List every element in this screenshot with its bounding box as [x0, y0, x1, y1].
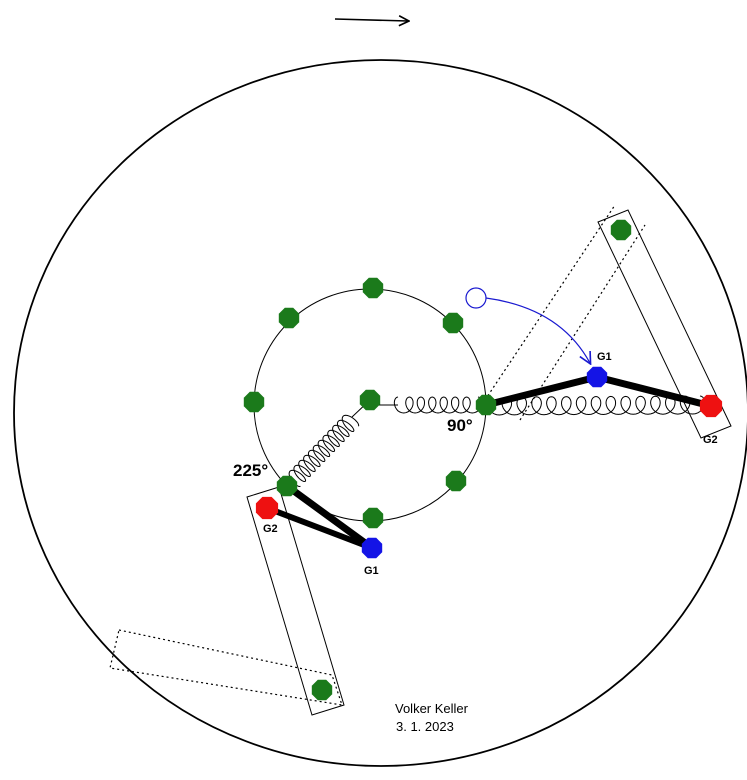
green-pivot-dot-top-left — [278, 307, 300, 329]
spring-coil-to-g2-right — [486, 395, 706, 416]
g2-weight-left — [255, 496, 279, 520]
rotation-direction-arrow — [334, 19, 408, 21]
green-pivot-dot-top-right — [442, 312, 464, 334]
label-g1-right: G1 — [597, 351, 612, 363]
spring-coil-to-90 — [393, 396, 483, 414]
label-g2-left: G2 — [263, 523, 278, 535]
credit-date: 3. 1. 2023 — [396, 719, 454, 734]
right-rod-g1-to-g2 — [593, 373, 715, 410]
left-rod-g2-to-g1 — [264, 505, 375, 551]
angle-label-225: 225° — [233, 461, 268, 480]
green-pivot-dot-left — [243, 391, 265, 413]
green-pivot-dot-top — [362, 277, 384, 299]
green-pivot-dot-bottom — [362, 507, 384, 529]
left-arm-frame — [246, 486, 345, 716]
right-arm-frame — [597, 209, 732, 439]
green-pivot-dot-225 — [276, 475, 298, 497]
g2-weight-right — [699, 394, 723, 418]
green-arm-end-dot-left — [311, 679, 333, 701]
spring-coil-to-225 — [288, 414, 360, 488]
label-g2-right: G2 — [703, 434, 718, 446]
angle-label-90: 90° — [447, 416, 473, 435]
green-arm-end-dot-right — [610, 219, 632, 241]
right-dotted-guide-1 — [484, 204, 616, 401]
left-rod-225-to-g1 — [283, 482, 376, 552]
left-dotted-outline — [109, 629, 343, 706]
green-pivot-dot-90 — [475, 394, 497, 416]
label-g1-left: G1 — [364, 565, 379, 577]
g1-weight-right — [586, 366, 608, 388]
motion-arrow — [485, 297, 590, 363]
right-rod-90-to-g1 — [482, 373, 601, 409]
right-dotted-guide-2 — [519, 224, 646, 421]
ghost-g1-position — [465, 287, 487, 309]
credit-author: Volker Keller — [395, 701, 469, 716]
g1-weight-left — [361, 537, 383, 559]
green-center-dot — [359, 389, 381, 411]
outer-wheel-circle — [13, 59, 747, 767]
green-pivot-dot-bottom-right — [445, 470, 467, 492]
